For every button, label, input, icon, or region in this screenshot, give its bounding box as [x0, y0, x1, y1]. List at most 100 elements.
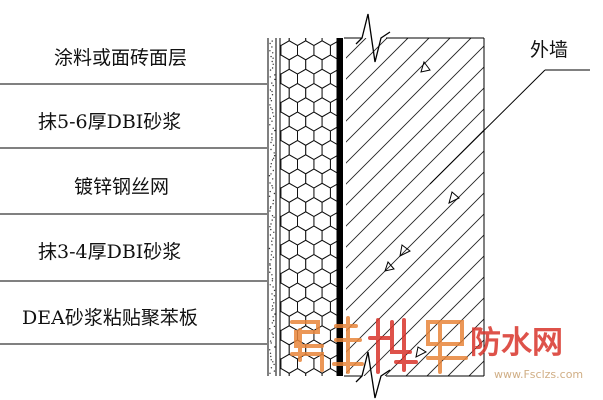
layer-label-mortar-inner: 抹3-4厚DBI砂浆	[38, 241, 181, 263]
bottom-break-symbol	[355, 351, 391, 399]
hexagon-cell	[280, 367, 290, 376]
stipple-dot	[273, 155, 276, 157]
hatch-line	[346, 192, 484, 332]
stipple-dot	[272, 203, 274, 205]
stipple-dot	[272, 333, 274, 335]
stipple-dot	[272, 286, 274, 288]
stipple-dot	[271, 219, 273, 221]
stipple-dot	[272, 127, 274, 129]
stipple-dot	[271, 185, 273, 187]
hexagon-cell	[329, 126, 337, 145]
stipple-dot	[269, 42, 271, 45]
stipple-dot	[274, 129, 276, 132]
stipple-dot	[272, 319, 275, 322]
stipple-dot	[269, 69, 272, 71]
top-break-symbol	[355, 13, 391, 63]
hatch-line	[346, 87, 484, 227]
hatch-line	[346, 171, 484, 311]
hatch-line	[346, 38, 451, 143]
stipple-dot	[272, 52, 274, 54]
stipple-dot	[270, 173, 272, 175]
stipple-dot	[271, 309, 273, 311]
stipple-dot	[274, 313, 276, 315]
watermark-url: www.Fsclzs.com	[494, 368, 583, 381]
concrete-aggregate-marks	[384, 60, 460, 358]
stipple-dot	[273, 216, 275, 218]
hatch-line	[426, 318, 484, 376]
stipple-dot	[273, 192, 276, 195]
stipple-dot	[269, 89, 272, 91]
stipple-dot	[271, 67, 274, 69]
hatch-line	[346, 129, 484, 269]
stipple-dot	[269, 117, 271, 120]
hexagon-cell	[321, 367, 337, 376]
stipple-dot	[273, 152, 275, 154]
label-separators	[0, 83, 267, 345]
stipple-dot	[269, 352, 272, 354]
stipple-dot	[270, 107, 272, 109]
stipple-dot	[271, 40, 273, 42]
stipple-dot	[269, 97, 271, 100]
stipple-dot	[273, 363, 275, 366]
stipple-dot	[268, 175, 271, 177]
stipple-dot	[269, 234, 272, 236]
stipple-dot	[269, 340, 272, 342]
stipple-dot	[268, 247, 271, 250]
stipple-dot	[271, 133, 273, 135]
hexagon-cell	[288, 367, 307, 376]
hexagon-cell	[329, 354, 337, 373]
stipple-dot	[272, 308, 274, 310]
stipple-dot	[271, 139, 273, 141]
stipple-dot	[269, 226, 271, 228]
stipple-dot	[272, 316, 274, 318]
layer-label-finish: 涂料或面砖面层	[54, 47, 187, 69]
stipple-dot	[272, 361, 274, 363]
stipple-dot	[272, 336, 274, 338]
watermark-brand: 防水网	[470, 325, 563, 361]
stipple-dot	[270, 148, 272, 151]
stipple-dot	[269, 207, 272, 209]
stipple-dot	[270, 254, 273, 256]
stipple-dot	[272, 57, 274, 59]
stipple-dot	[271, 120, 273, 122]
stipple-dot	[270, 206, 272, 208]
stipple-dot	[272, 63, 274, 65]
stipple-dot	[273, 115, 275, 118]
stipple-dot	[273, 302, 275, 304]
stipple-dot	[270, 141, 272, 144]
stipple-dot	[271, 240, 273, 242]
hatch-line	[346, 38, 472, 164]
stipple-dot	[269, 271, 271, 273]
stipple-dot	[270, 100, 273, 102]
stipple-dot	[269, 267, 272, 270]
hexagon-cell	[329, 183, 337, 202]
hexagon-cell	[329, 155, 337, 174]
stipple-dot	[269, 104, 271, 106]
stipple-dot	[271, 280, 274, 282]
stipple-dot	[269, 372, 271, 374]
stipple-dot	[273, 295, 276, 297]
stipple-dot	[272, 199, 275, 202]
stipple-dot	[272, 112, 274, 114]
finish-layer-strip	[267, 38, 281, 376]
stipple-dot	[269, 328, 271, 330]
stipple-dot	[271, 215, 274, 217]
hexagon-cell	[329, 297, 337, 316]
hatch-line	[346, 38, 430, 122]
watermark-logo-mark	[290, 316, 468, 374]
stipple-dot	[272, 237, 274, 239]
hatch-line	[346, 45, 484, 185]
stipple-dot	[273, 231, 275, 233]
layer-label-mortar-outer: 抹5-6厚DBI砂浆	[38, 111, 181, 133]
stipple-dot	[268, 195, 271, 197]
hexagon-cell	[329, 240, 337, 259]
stipple-dot	[269, 263, 271, 265]
wall-label: 外墙	[530, 39, 568, 61]
hexagon-cell	[329, 212, 337, 231]
stipple-dot	[271, 60, 273, 63]
hexagon-cell	[329, 69, 337, 88]
break-symbols	[355, 13, 391, 399]
stipple-dot	[269, 124, 271, 126]
